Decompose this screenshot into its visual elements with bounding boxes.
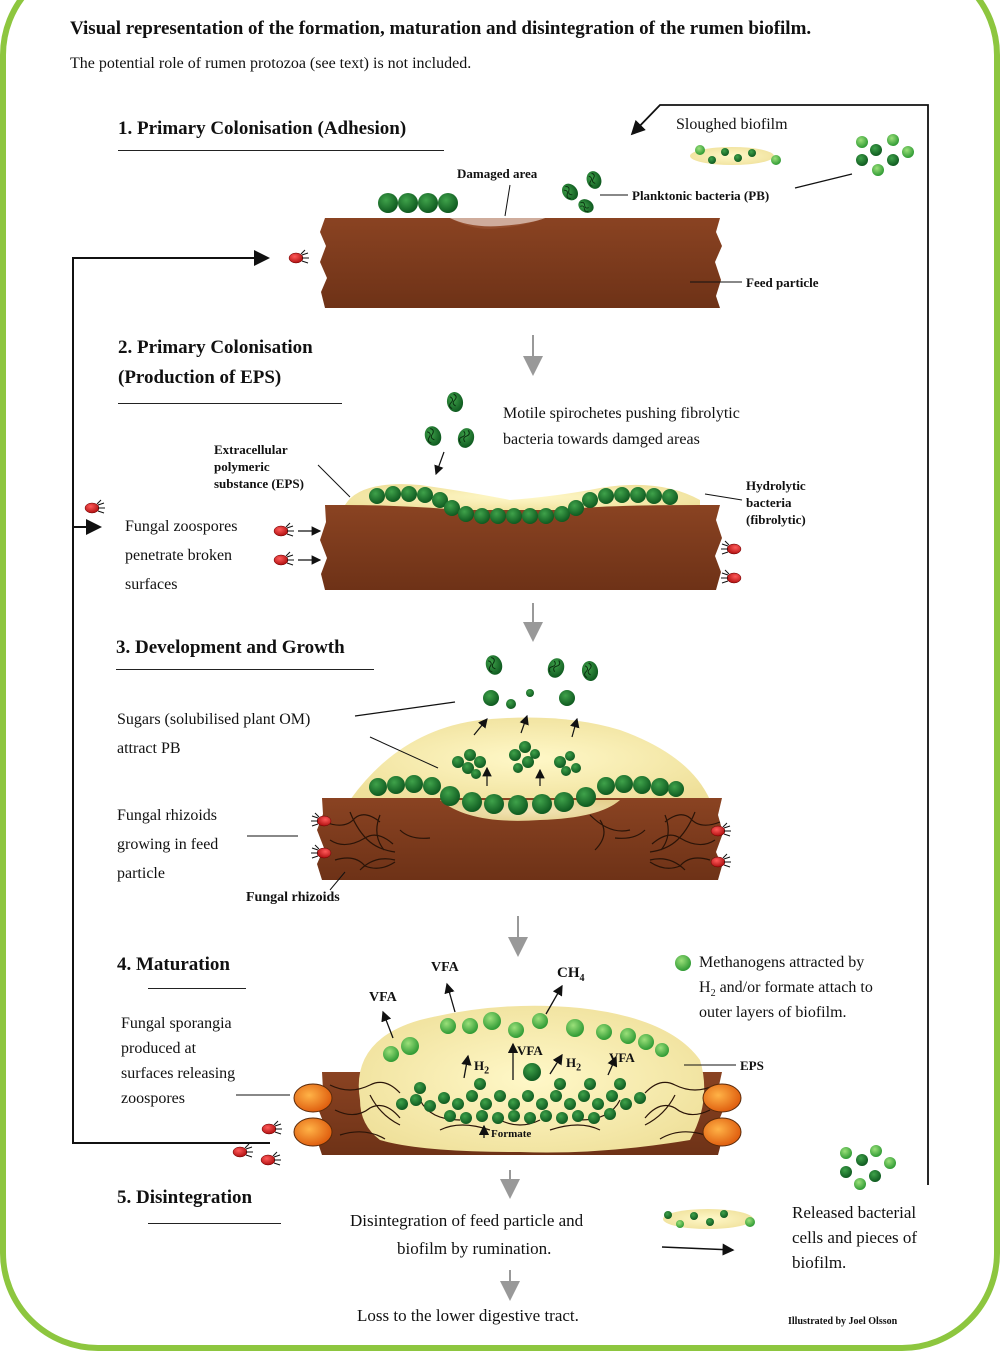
methanogens-label-line3: outer layers of biofilm.: [699, 1004, 847, 1021]
planktonic-bacteria-label: Planktonic bacteria (PB): [632, 188, 770, 203]
h2-sub-2: 2: [576, 1062, 582, 1074]
fungal-rhizoids-label: Fungal rhizoids: [246, 890, 340, 905]
stage3-underline: [116, 669, 374, 670]
illustrator-credit: Illustrated by Joel Olsson: [788, 1316, 898, 1327]
fungal-rhizoids-3: [324, 811, 721, 871]
stage1-underline: [118, 150, 444, 151]
stage4-heading: 4. Maturation: [117, 954, 230, 975]
h2-sub-1: 2: [484, 1065, 490, 1077]
stage5-heading: 5. Disintegration: [117, 1187, 253, 1208]
stage2-heading-line2: (Production of EPS): [118, 367, 282, 388]
ch4-label: CH4: [557, 965, 585, 984]
stage5-underline: [148, 1223, 281, 1224]
sporangia-label-line1: Fungal sporangia: [121, 1015, 232, 1032]
feed-particle-1: [320, 218, 722, 308]
sugars-label-line1: Sugars (solubilised plant OM): [117, 711, 311, 728]
spirochetes-label-line1: Motile spirochetes pushing fibrolytic: [503, 405, 740, 422]
zoospores-label-line2: penetrate broken: [125, 547, 233, 564]
feed-particle-label: Feed particle: [746, 275, 819, 290]
eps-label-line2: polymeric: [214, 459, 270, 474]
vfa-label-3: VFA: [517, 1043, 543, 1058]
microcolonies-3: [452, 741, 581, 779]
h2-label-2: H2: [566, 1055, 581, 1074]
disintegration-label-line2: biofilm by rumination.: [397, 1239, 552, 1258]
vfa-label-2: VFA: [431, 960, 459, 975]
fungal-rhizoids-4: [329, 1081, 716, 1140]
methanogens-label-line2: H2 and/or formate attach to: [699, 979, 873, 999]
stage4-underline: [148, 988, 246, 989]
spirochetes-label-line2: bacteria towards damged areas: [503, 431, 700, 448]
eps-label-line3: substance (EPS): [214, 476, 304, 491]
stage3-heading: 3. Development and Growth: [116, 637, 345, 658]
stage2-heading-line1: 2. Primary Colonisation: [118, 337, 313, 358]
sporangia-label-line2: produced at: [121, 1040, 197, 1057]
h2-base-2: H: [566, 1055, 577, 1070]
damaged-area-label: Damaged area: [457, 166, 538, 181]
rhizoids-label-line3: particle: [117, 865, 165, 882]
bacteria-row-3: [369, 775, 684, 815]
hydrolytic-bacteria-row: [369, 486, 678, 524]
released-bacteria-cluster-bottom: [840, 1145, 896, 1190]
sporangia-label-line4: zoospores: [121, 1090, 185, 1107]
stage1-heading: 1. Primary Colonisation (Adhesion): [118, 118, 407, 139]
spirochetes-2: [421, 390, 477, 451]
vfa-label-1: VFA: [369, 990, 397, 1005]
hydrolytic-label-line2: bacteria: [746, 495, 792, 510]
ch4-sub: 4: [579, 973, 585, 984]
methanogens-h: H: [699, 979, 711, 996]
sporangia-4: [293, 1083, 742, 1147]
methanogens-label-line1: Methanogens attracted by: [699, 954, 865, 971]
feed-particle-3: [317, 798, 723, 880]
stage2-underline: [118, 403, 342, 404]
product-arrows-4: [381, 982, 618, 1138]
zoospores-label-line3: surfaces: [125, 576, 178, 593]
ch4-base: CH: [557, 965, 580, 981]
loss-label: Loss to the lower digestive tract.: [357, 1306, 579, 1325]
released-label-line3: biofilm.: [792, 1253, 847, 1272]
formate-label: Formate: [491, 1128, 532, 1140]
bacteria-cluster-1: [378, 193, 458, 213]
growth-arrows-3: [473, 714, 580, 786]
attracted-pb-3: [482, 652, 601, 709]
zoospores-label-line1: Fungal zoospores: [125, 518, 238, 535]
sporangia-label-line3: surfaces releasing: [121, 1065, 236, 1082]
methanogens-4: [383, 955, 691, 1062]
feed-particle-2: [320, 505, 722, 590]
methanogens-h-sub: 2: [710, 988, 716, 1000]
vfa-label-4: VFA: [609, 1050, 635, 1065]
eps-label-4: EPS: [740, 1058, 764, 1073]
sugars-label-line2: attract PB: [117, 740, 181, 757]
diagram-subtitle: The potential role of rumen protozoa (se…: [70, 55, 472, 72]
disintegration-label-line1: Disintegration of feed particle and: [350, 1211, 584, 1230]
hydrolytic-label-line1: Hydrolytic: [746, 478, 806, 493]
sloughed-bacteria: [695, 145, 781, 165]
eps-label-line1: Extracellular: [214, 442, 288, 457]
sloughed-biofilm-label: Sloughed biofilm: [676, 116, 788, 133]
biofilm-bacteria-4: [396, 1063, 646, 1124]
released-label-line2: cells and pieces of: [792, 1228, 918, 1247]
rhizoids-label-line2: growing in feed: [117, 836, 219, 853]
methanogens-rest: and/or formate attach to: [715, 979, 873, 996]
released-label-line1: Released bacterial: [792, 1203, 917, 1222]
released-bacteria-5: [664, 1210, 755, 1228]
h2-base-1: H: [474, 1058, 485, 1073]
diagram-title: Visual representation of the formation, …: [70, 18, 812, 39]
hydrolytic-label-line3: (fibrolytic): [746, 512, 806, 527]
planktonic-bacteria-1: [558, 168, 605, 216]
released-bacteria-cluster-top: [856, 134, 914, 176]
h2-label-1: H2: [474, 1058, 489, 1077]
rhizoids-label-line1: Fungal rhizoids: [117, 807, 217, 824]
